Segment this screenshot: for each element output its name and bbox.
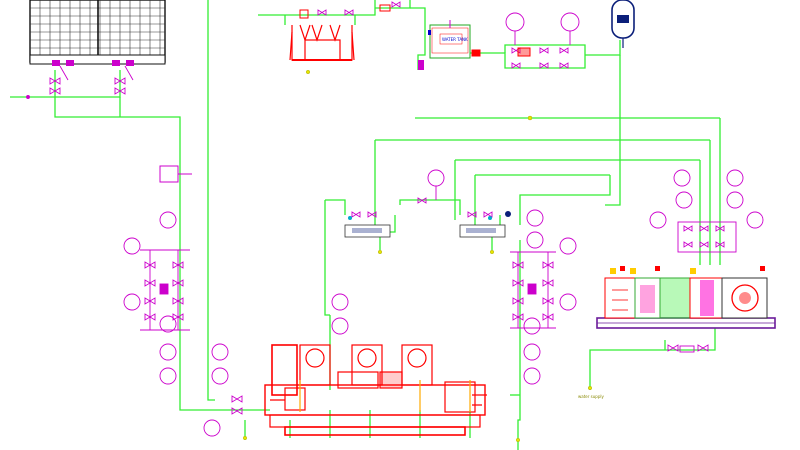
junction-dot: [378, 249, 383, 254]
valve-icon: [667, 344, 679, 352]
top-pump-skid: [289, 24, 355, 61]
pressure-gauge-icon: [673, 169, 691, 187]
pump-icon: [517, 47, 531, 57]
strainer-icon: [679, 345, 695, 353]
pressure-gauge-icon: [675, 191, 693, 209]
pressure-gauge-icon: [649, 211, 667, 229]
pipe-junctions: [242, 69, 593, 443]
pressure-gauge-icon: [523, 343, 541, 361]
valve-icon: [114, 87, 126, 95]
junction-dot: [588, 386, 593, 391]
pressure-gauge-icon: [123, 293, 141, 311]
junction-dot: [527, 115, 533, 121]
coil-headers: [344, 211, 511, 238]
instrumentation: [26, 1, 764, 437]
fitting-dot: [26, 95, 30, 99]
piping-network: [10, 0, 721, 450]
pump-icon: [379, 4, 391, 12]
valve-icon: [391, 1, 401, 8]
valve-icon: [231, 407, 243, 415]
junction-dot: [306, 69, 311, 74]
pressure-gauge-icon: [523, 317, 541, 335]
pressure-gauge-icon: [526, 209, 544, 227]
pump-icon: [299, 9, 309, 19]
valve-icon: [231, 395, 243, 403]
pressure-gauge-icon: [211, 367, 229, 385]
pressure-gauge-icon: [331, 317, 349, 335]
tank-nameplate-box: [439, 33, 463, 45]
pressure-gauge-icon: [746, 211, 764, 229]
pressure-gauge-icon: [331, 293, 349, 311]
valve-icon: [49, 87, 61, 95]
pump-icon: [471, 49, 481, 57]
pressure-gauge-icon: [159, 343, 177, 361]
valve-icon: [351, 211, 361, 218]
pressure-gauge-icon: [726, 191, 744, 209]
tank-nameplate: WATER TANK: [442, 37, 468, 42]
valve-icon: [49, 77, 61, 85]
cooling-tower: [29, 0, 166, 66]
air-handling-unit: [596, 266, 776, 329]
valve-icon: [344, 9, 354, 16]
pressure-gauge-icon: [211, 343, 229, 361]
junction-dot: [490, 249, 495, 254]
junction-dot: [516, 438, 521, 443]
pressure-gauge-icon: [123, 237, 141, 255]
chiller-unit: [264, 344, 487, 436]
valve-icon: [417, 197, 427, 204]
equipment: [264, 24, 487, 436]
valve-icon: [697, 344, 709, 352]
valve-icon: [317, 9, 327, 16]
junction-dot: [242, 436, 247, 441]
right-pump-valve-stack: [510, 251, 556, 329]
valve-icon: [483, 211, 493, 218]
valve-icon: [467, 211, 477, 218]
inline-pumps: [299, 4, 531, 57]
pressure-gauge-icon: [159, 315, 177, 333]
pressure-gauge-icon: [203, 419, 221, 437]
water-tank: WATER TANK: [418, 20, 471, 70]
pressure-gauge-icon: [159, 367, 177, 385]
ahu-valve-frame: [677, 221, 737, 253]
pressure-gauge-icon: [526, 231, 544, 249]
expansion-joint: [159, 165, 192, 183]
pressure-gauge-icon: [159, 211, 177, 229]
pressure-gauge-icon: [726, 169, 744, 187]
valve-icon: [114, 77, 126, 85]
pressure-vessel: [611, 0, 635, 48]
pressure-gauge-icon: [523, 367, 541, 385]
pressure-gauge-icon: [559, 293, 577, 311]
valve-icon: [367, 211, 377, 218]
water-supply-note: water supply: [578, 394, 604, 399]
pressure-gauge-icon: [559, 237, 577, 255]
left-pump-valve-stack: [140, 249, 190, 331]
